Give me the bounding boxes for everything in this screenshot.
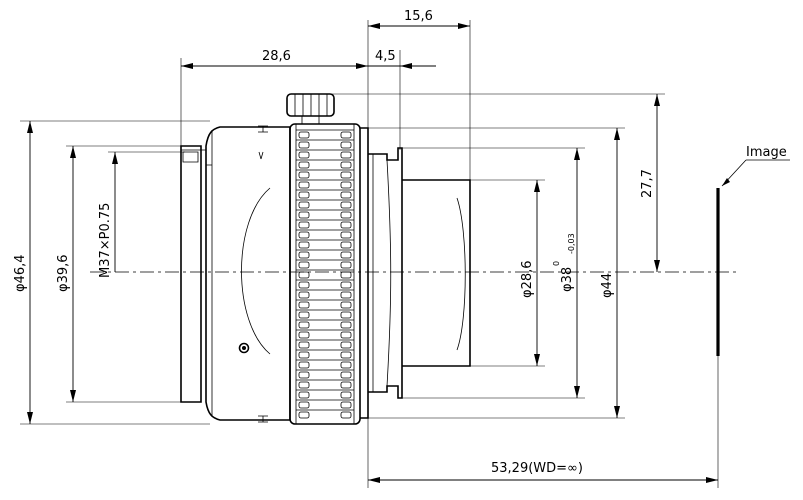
dimension-15-6: 15,6 (368, 9, 470, 29)
lens-front-section (180, 125, 291, 423)
dimension-28-6: 28,6 (181, 49, 368, 69)
dimension-body-diameter: φ39,6 (56, 146, 76, 402)
lock-screw (286, 93, 335, 125)
svg-text:0: 0 (552, 261, 561, 266)
dimension-screw-height: 27,7 (640, 94, 660, 272)
dimension-mount-diameter: φ44 (600, 128, 620, 418)
svg-text:φ28,6: φ28,6 (520, 260, 535, 298)
image-plane-label: Image (746, 145, 787, 160)
svg-text:φ46,4: φ46,4 (13, 254, 28, 292)
dimension-working-distance: 53,29(WD=∞) (368, 461, 718, 483)
svg-text:φ39,6: φ39,6 (56, 254, 71, 292)
svg-text:φ44: φ44 (600, 273, 615, 298)
svg-text:φ38: φ38 (560, 267, 575, 292)
dimension-front-diameter: φ28,6 (520, 180, 540, 366)
focus-ring-knurled (289, 123, 361, 425)
svg-text:M37×P0.75: M37×P0.75 (98, 203, 113, 278)
dimension-4-5: 4,5 (368, 49, 436, 69)
dimension-outer-diameter: φ46,4 (13, 121, 33, 424)
lens-rear-mount (360, 127, 471, 419)
image-plane: Image (716, 145, 790, 356)
svg-text:-0,03: -0,03 (567, 233, 576, 254)
svg-text:53,29(WD=∞): 53,29(WD=∞) (491, 461, 583, 476)
svg-text:27,7: 27,7 (640, 169, 655, 198)
extension-lines (20, 20, 719, 488)
set-screw-icon (238, 342, 250, 354)
svg-text:15,6: 15,6 (404, 9, 433, 24)
svg-text:28,6: 28,6 (262, 49, 291, 64)
dimension-filter-thread: M37×P0.75 (98, 152, 118, 278)
dimension-rear-diameter: φ38 0 -0,03 (552, 148, 580, 398)
svg-text:4,5: 4,5 (375, 49, 396, 64)
